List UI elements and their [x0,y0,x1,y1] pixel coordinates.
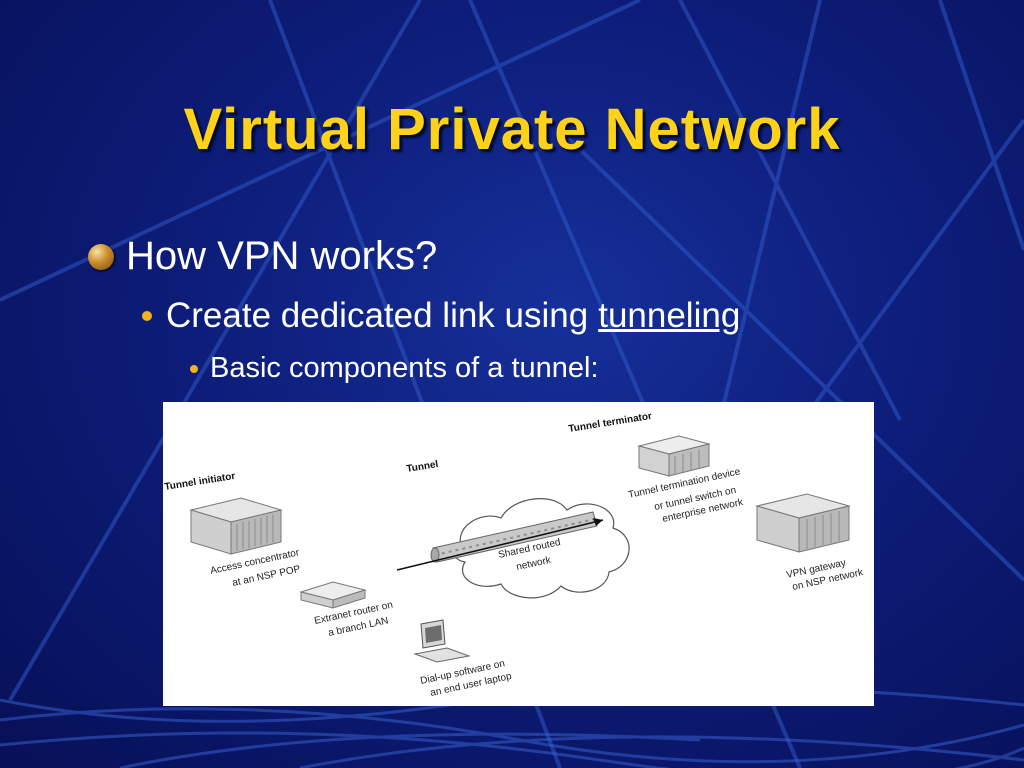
vpn-gateway-icon [755,493,851,553]
vpn-tunnel-diagram: Tunnel initiator Access concentrator at … [163,402,874,706]
tunnel-arrow [396,519,604,571]
extranet-router-icon [299,581,367,609]
laptop-icon [413,619,471,663]
tunnel-pipe-icon [430,511,598,563]
bullet-how-vpn-works: How VPN works? [126,234,438,278]
bullet-dedicated-link: Create dedicated link using [166,296,589,335]
tunneling-link[interactable]: tunneling [598,296,741,335]
bullet-level-2: Create dedicated link using tunneling [142,296,740,336]
tunnel-termination-device-icon [637,435,711,477]
label-tunnel-terminator: Tunnel terminator [568,411,653,435]
dot-bullet-icon [142,311,152,321]
slide-title: Virtual Private Network [183,97,841,162]
dot-bullet-icon [190,364,198,373]
bullet-level-3: Basic components of a tunnel: [190,352,599,385]
orb-bullet-icon [88,243,114,270]
access-concentrator-icon [189,497,283,555]
bullet-level-1: How VPN works? [88,234,437,279]
label-tunnel-initiator: Tunnel initiator [164,471,236,493]
bullet-basic-components: Basic components of a tunnel: [210,352,599,384]
arrow-head-icon [593,518,603,526]
label-tunnel: Tunnel [406,459,440,475]
